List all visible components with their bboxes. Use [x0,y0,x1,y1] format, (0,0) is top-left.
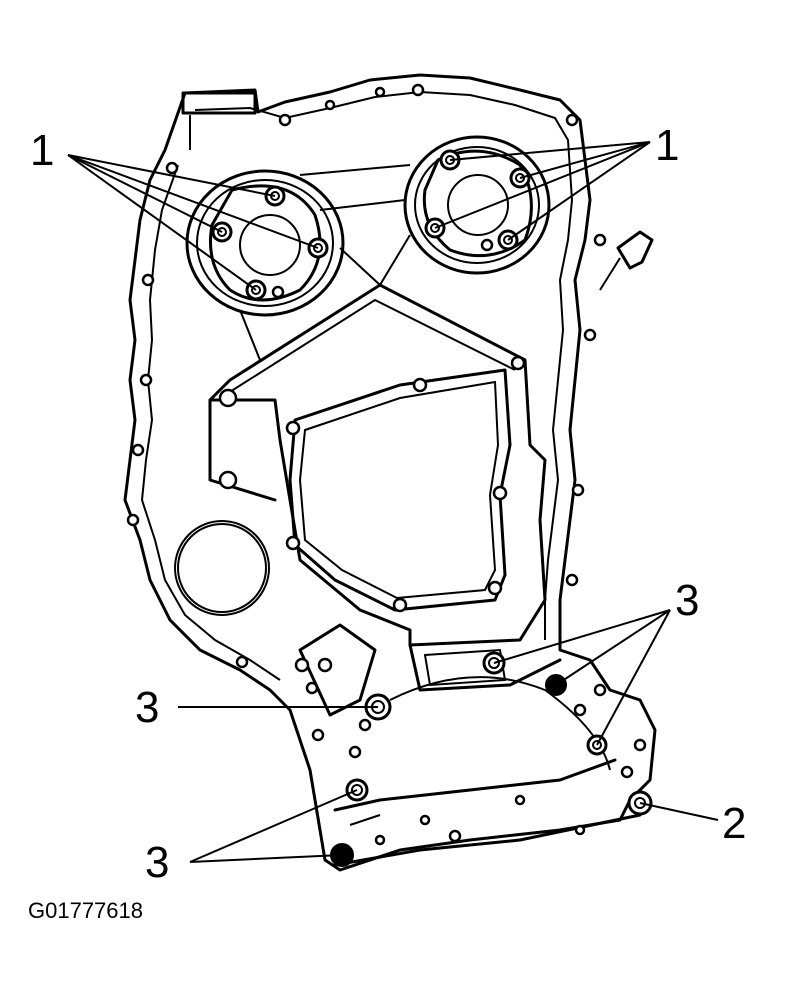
callout-3-lower-left: 3 [145,838,169,887]
callout-3-upper-right: 3 [675,576,699,625]
leader-lines [67,141,719,863]
center-plate-holes [218,355,526,673]
sprocket-bolts [211,149,531,301]
crank-seal-area [174,520,270,616]
callout-2: 2 [722,799,746,848]
left-camshaft-sprocket [185,169,345,317]
figure-id: G01777618 [28,898,143,923]
callout-1-right: 1 [655,121,679,170]
callout-1-left: 1 [30,126,54,175]
callout-3-left: 3 [135,683,159,732]
perimeter-holes [126,83,647,846]
